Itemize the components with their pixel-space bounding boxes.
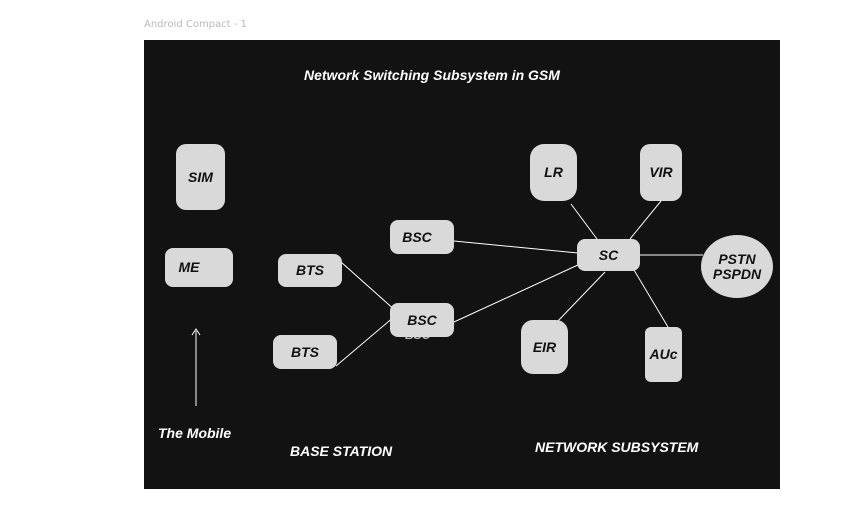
node-eir[interactable]: EIR [521,320,568,374]
node-sim-label: SIM [188,168,213,185]
node-bts-bottom-label: BTS [291,343,319,360]
edge-bsc-bottom-sc [453,263,581,323]
node-vir[interactable]: VIR [640,144,682,201]
frame-label[interactable]: Android Compact - 1 [144,19,247,30]
node-bts-top[interactable]: BTS [278,254,342,287]
node-sim[interactable]: SIM [176,144,225,210]
edge-bts-top-bsc-bottom [340,261,398,313]
node-me-label: ME [178,259,200,275]
node-sc[interactable]: SC [577,239,640,271]
node-eir-label: EIR [532,338,557,355]
node-bsc-bottom-label: BSC [407,311,437,328]
edge-eir-sc [556,271,606,323]
node-pstn-label: PSTN [718,250,756,267]
diagram-title: Network Switching Subsystem in GSM [304,67,560,83]
node-bts-top-label: BTS [296,262,324,278]
edge-bsc-top-sc [453,240,579,254]
node-vir-label: VIR [649,164,673,180]
node-lr[interactable]: LR [530,144,577,201]
node-pspdn-label: PSPDN [712,265,762,282]
node-pstn-pspdn[interactable]: PSTN PSPDN [701,235,773,298]
edge-auc-sc [633,269,669,328]
node-bts-bottom[interactable]: BTS [273,335,337,369]
section-label-mobile: The Mobile [158,425,232,441]
node-bsc-top[interactable]: BSC [390,220,454,254]
node-lr-label: LR [544,164,563,180]
edge-lr-sc [570,203,598,240]
section-label-base-station: BASE STATION [290,443,393,459]
edge-bts-bottom-bsc-bottom [335,315,396,367]
section-label-network-subsystem: NETWORK SUBSYSTEM [535,439,699,455]
edge-vir-sc [629,200,662,240]
node-me[interactable]: ME [165,248,233,287]
node-auc[interactable]: AUc [645,327,682,382]
node-auc-label: AUc [649,346,678,362]
mobile-arrow-head [191,328,201,336]
node-bsc-bottom[interactable]: BSC [390,303,454,337]
node-sc-label: SC [598,246,619,263]
diagram-canvas [144,40,780,489]
node-bsc-top-label: BSC [402,228,432,245]
